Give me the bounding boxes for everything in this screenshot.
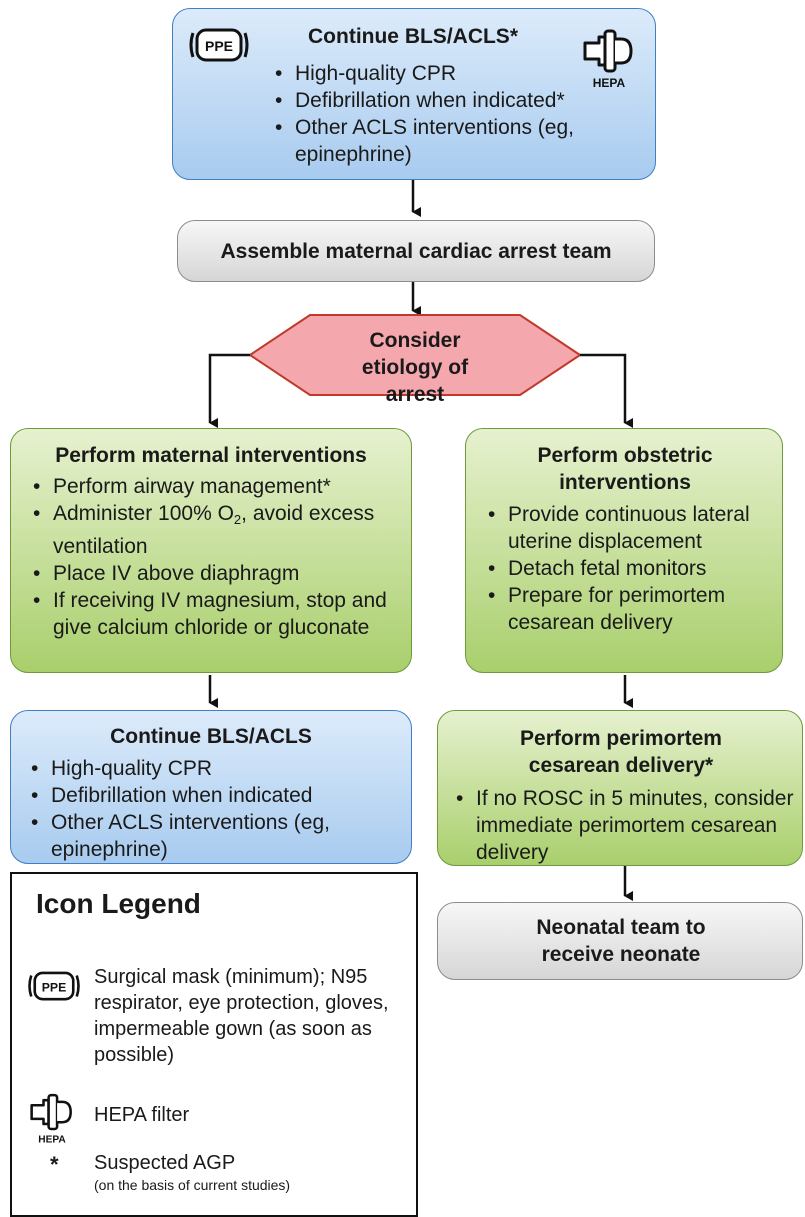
obstetric-interventions-box: Perform obstetric interventions Provide … bbox=[465, 428, 783, 673]
etiology-decision-hexagon bbox=[250, 314, 580, 396]
maternal-interventions-box: Perform maternal interventions Perform a… bbox=[10, 428, 412, 673]
ppe-mask-icon: PPE bbox=[189, 28, 249, 62]
list-item: Provide continuous lateral uterine displ… bbox=[486, 501, 766, 555]
obstetric-interventions-title: Perform obstetric interventions bbox=[537, 444, 713, 494]
neonatal-team-box: Neonatal team to receive neonate bbox=[437, 902, 803, 980]
obstetric-interventions-list: Provide continuous lateral uterine displ… bbox=[486, 501, 766, 636]
continue-bls-acls-box: Continue BLS/ACLS High-quality CPR Defib… bbox=[10, 710, 412, 864]
hepa-icon-label: HEPA bbox=[38, 1135, 66, 1146]
ppe-icon-label: PPE bbox=[42, 980, 67, 994]
list-item: High-quality CPR bbox=[273, 60, 613, 87]
legend-agp: Suspected AGP (on the basis of current s… bbox=[94, 1150, 290, 1194]
perimortem-cesarean-box: Perform perimortem cesarean delivery* If… bbox=[437, 710, 803, 866]
legend-hepa-text: HEPA filter bbox=[94, 1104, 190, 1126]
list-item: Defibrillation when indicated* bbox=[273, 87, 613, 114]
perimortem-cesarean-list: If no ROSC in 5 minutes, consider immedi… bbox=[454, 785, 794, 866]
legend-agp-note: (on the basis of current studies) bbox=[94, 1177, 291, 1193]
legend-ppe-text: Surgical mask (minimum); N95 respirator,… bbox=[94, 966, 389, 1066]
list-item: If no ROSC in 5 minutes, consider immedi… bbox=[454, 785, 794, 866]
top-box-list: High-quality CPR Defibrillation when ind… bbox=[273, 60, 613, 168]
ppe-mask-icon: PPE bbox=[28, 971, 80, 1001]
continue-bls-acls-top-box: PPE Continue BLS/ACLS* HEPA High-quality… bbox=[172, 8, 656, 180]
ppe-icon-label: PPE bbox=[205, 38, 233, 54]
legend-title: Icon Legend bbox=[36, 888, 201, 919]
top-box-title: Continue BLS/ACLS* bbox=[308, 25, 518, 48]
perimortem-cesarean-title: Perform perimortem cesarean delivery* bbox=[520, 727, 722, 777]
legend-agp-text: Suspected AGP bbox=[94, 1152, 236, 1174]
list-item: Place IV above diaphragm bbox=[31, 560, 391, 587]
list-item: Perform airway management* bbox=[31, 473, 391, 500]
list-item: Detach fetal monitors bbox=[486, 555, 766, 582]
arrow-etiology-to-maternal bbox=[208, 353, 260, 428]
list-item: Defibrillation when indicated bbox=[29, 782, 399, 809]
list-item: High-quality CPR bbox=[29, 755, 399, 782]
assemble-team-box: Assemble maternal cardiac arrest team bbox=[177, 220, 655, 282]
list-item: Prepare for perimortem cesarean delivery bbox=[486, 582, 766, 636]
asterisk-symbol: * bbox=[50, 1152, 59, 1177]
neonatal-team-label: Neonatal team to receive neonate bbox=[536, 916, 706, 966]
maternal-interventions-list: Perform airway management* Administer 10… bbox=[31, 473, 391, 641]
continue-bls-acls-title: Continue BLS/ACLS bbox=[110, 725, 312, 748]
hepa-filter-icon: HEPA bbox=[30, 1093, 72, 1146]
etiology-label: Consider etiology of arrest bbox=[361, 329, 469, 406]
list-item: Other ACLS interventions (eg, epinephrin… bbox=[273, 114, 613, 168]
list-item: Administer 100% O2, avoid excess ventila… bbox=[31, 500, 391, 560]
assemble-team-label: Assemble maternal cardiac arrest team bbox=[220, 240, 612, 263]
maternal-interventions-title: Perform maternal interventions bbox=[55, 444, 367, 467]
arrow-etiology-to-obstetric bbox=[568, 353, 633, 428]
list-item: If receiving IV magnesium, stop and give… bbox=[31, 587, 391, 641]
icon-legend: Icon Legend PPE Surgical mask (minimum);… bbox=[10, 872, 418, 1217]
list-item: Other ACLS interventions (eg, epinephrin… bbox=[29, 809, 399, 863]
continue-bls-acls-list: High-quality CPR Defibrillation when ind… bbox=[29, 755, 399, 863]
